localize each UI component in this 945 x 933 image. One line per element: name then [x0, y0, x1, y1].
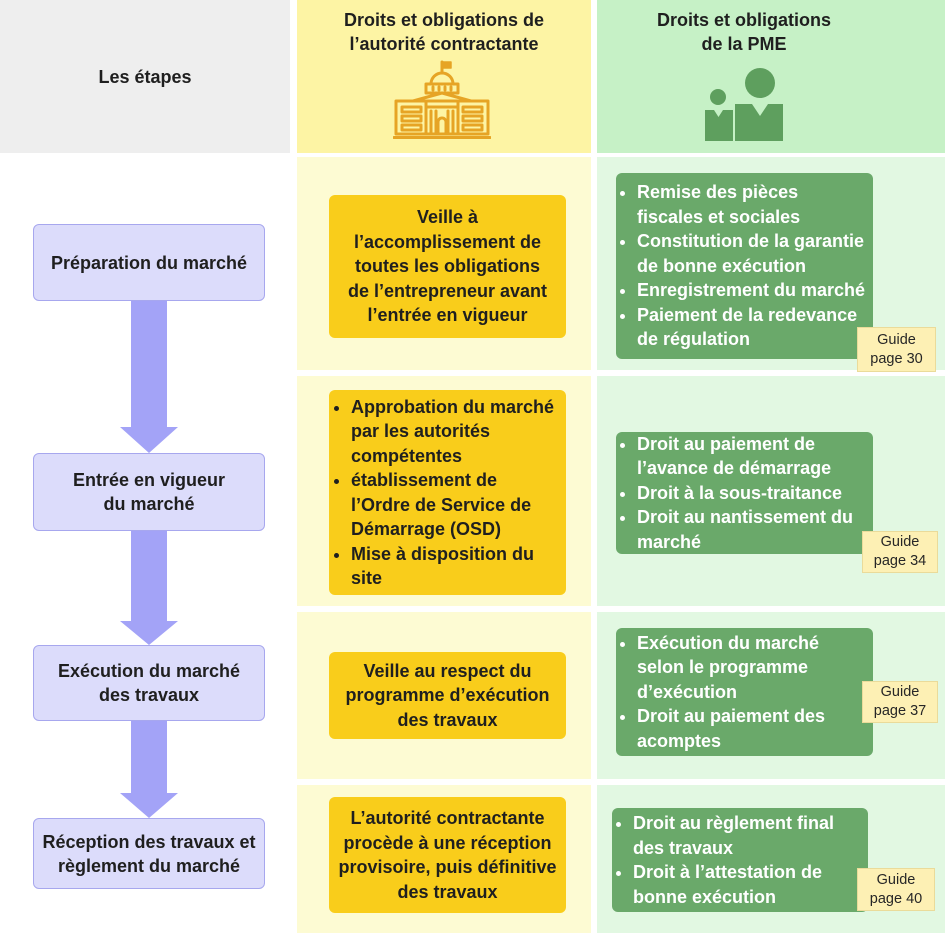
flow-arrow-3: [120, 721, 178, 818]
flow-arrow-2: [120, 531, 178, 645]
list-item: Remise des pièces fiscales et sociales: [637, 180, 865, 229]
pme-rights-box-3: Exécution du marché selon le programme d…: [616, 628, 873, 756]
authority-column-title: Droits et obligations de l’autorité cont…: [343, 10, 544, 54]
guide-reference-tag: Guide page 40: [857, 868, 935, 911]
pme-rights-box-1: Remise des pièces fiscales et sociales C…: [616, 173, 873, 359]
government-building-icon: [393, 60, 491, 140]
authority-obligation-text: L’autorité contractante procède à une ré…: [338, 808, 557, 902]
guide-page: page 37: [873, 703, 927, 719]
authority-obligation-box-3: Veille au respect du programme d’exécuti…: [329, 652, 566, 739]
list-item: Constitution de la garantie de bonne exé…: [637, 229, 865, 278]
step-box-reception: Réception des travaux et règlement du ma…: [33, 818, 265, 889]
step-box-preparation: Préparation du marché: [33, 224, 265, 301]
flow-arrow-1: [120, 301, 178, 453]
pme-column-title: Droits et obligations de la PME: [656, 10, 831, 54]
step-box-entry-into-force: Entrée en vigueur du marché: [33, 453, 265, 531]
list-item: Approbation du marché par les autorités …: [351, 395, 566, 469]
pme-rights-list: Droit au règlement final des travaux Dro…: [612, 811, 834, 909]
list-item: Droit au paiement de l’avance de démarra…: [637, 432, 853, 481]
pme-column-header: Droits et obligations de la PME: [597, 0, 945, 153]
list-item: Paiement de la redevance de régulation: [637, 303, 865, 352]
authority-column-header: Droits et obligations de l’autorité cont…: [297, 0, 591, 153]
authority-obligation-text: Veille au respect du programme d’exécuti…: [345, 660, 550, 730]
guide-label: Guide: [876, 871, 916, 888]
list-item: Exécution du marché selon le programme d…: [637, 631, 825, 705]
guide-reference-tag: Guide page 30: [857, 327, 936, 372]
list-item: Droit au nantissement du marché: [637, 505, 853, 554]
steps-column-header: Les étapes: [0, 0, 290, 153]
guide-page: page 40: [869, 890, 923, 907]
list-item: Droit à l’attestation de bonne exécution: [633, 860, 834, 909]
guide-page: page 34: [873, 553, 927, 569]
guide-label: Guide: [877, 331, 916, 348]
people-icon: [705, 68, 783, 141]
list-item: Droit au règlement final des travaux: [633, 811, 834, 860]
pme-rights-box-2: Droit au paiement de l’avance de démarra…: [616, 432, 873, 554]
authority-obligation-list: Approbation du marché par les autorités …: [329, 395, 566, 591]
list-item: Enregistrement du marché: [637, 278, 865, 303]
list-item: établissement de l’Ordre de Service de D…: [351, 468, 566, 542]
guide-reference-tag: Guide page 37: [862, 681, 938, 723]
guide-reference-tag: Guide page 34: [862, 531, 938, 573]
pme-rights-list: Exécution du marché selon le programme d…: [616, 631, 825, 754]
guide-page: page 30: [870, 350, 923, 367]
list-item: Droit à la sous-traitance: [637, 481, 853, 506]
authority-obligation-text: Veille à l’accomplissement de toutes les…: [347, 207, 548, 326]
pme-rights-box-4: Droit au règlement final des travaux Dro…: [612, 808, 868, 912]
authority-obligation-box-1: Veille à l’accomplissement de toutes les…: [329, 195, 566, 338]
authority-obligation-box-2: Approbation du marché par les autorités …: [329, 390, 566, 595]
steps-column-title: Les étapes: [98, 66, 192, 87]
list-item: Mise à disposition du site: [351, 542, 566, 591]
pme-rights-list: Droit au paiement de l’avance de démarra…: [616, 432, 853, 555]
pme-rights-list: Remise des pièces fiscales et sociales C…: [616, 180, 865, 352]
guide-label: Guide: [880, 534, 920, 550]
list-item: Droit au paiement des acomptes: [637, 704, 825, 753]
step-box-execution: Exécution du marché des travaux: [33, 645, 265, 721]
guide-label: Guide: [880, 684, 920, 700]
authority-obligation-box-4: L’autorité contractante procède à une ré…: [329, 797, 566, 913]
